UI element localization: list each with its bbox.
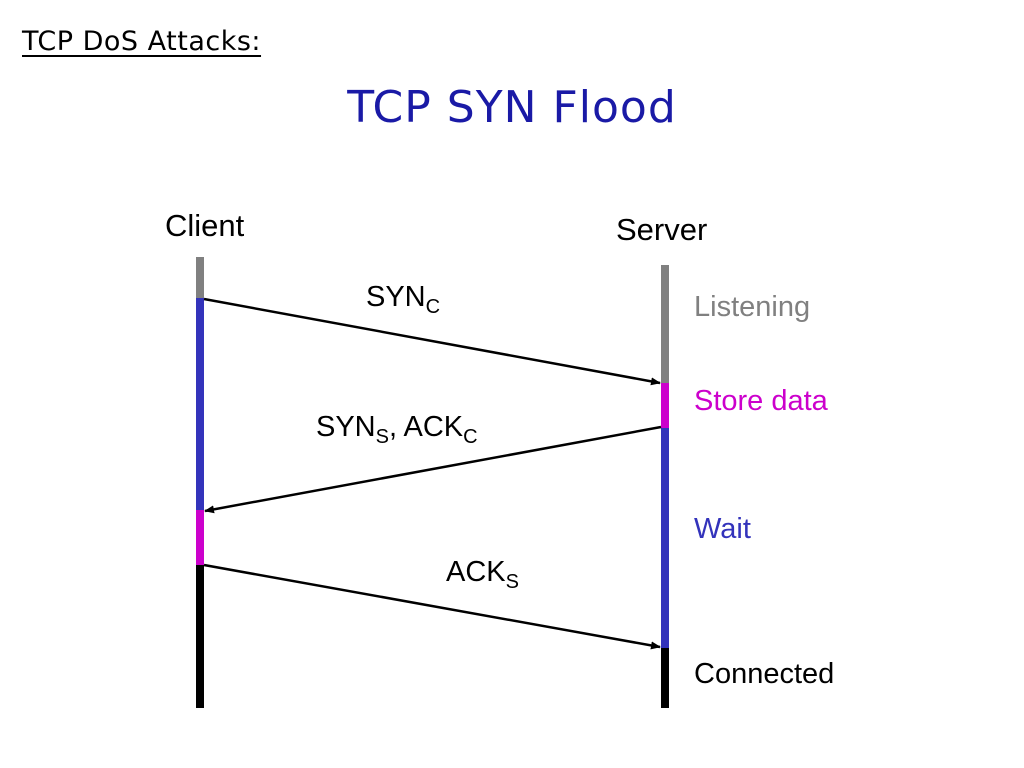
- syn-arrow: [203, 297, 661, 386]
- server-timeline-black: [661, 648, 669, 708]
- slide-title: TCP SYN Flood: [347, 82, 677, 133]
- syn-label-base: SYN: [366, 281, 426, 313]
- syn-ack-label-base1: SYN: [316, 411, 376, 443]
- syn-ack-label-sub1: S: [375, 426, 389, 448]
- client-timeline-black: [196, 565, 204, 708]
- client-timeline-magenta: [196, 510, 204, 565]
- server-timeline-magenta: [661, 383, 669, 428]
- state-connected: Connected: [694, 658, 835, 690]
- ack-label: ACKS: [446, 556, 519, 592]
- client-timeline-gray: [196, 257, 204, 298]
- syn-ack-label-sub2: C: [463, 426, 478, 448]
- syn-label-sub: C: [425, 296, 441, 318]
- ack-arrow: [203, 563, 661, 650]
- client-label: Client: [165, 208, 245, 243]
- ack-label-base: ACK: [446, 556, 506, 588]
- client-timeline: [196, 257, 204, 708]
- server-timeline-gray: [661, 265, 669, 383]
- ack-label-sub: S: [505, 571, 519, 593]
- server-timeline: [661, 265, 669, 708]
- slide-heading: TCP DoS Attacks:: [22, 26, 262, 57]
- state-wait: Wait: [694, 513, 751, 545]
- syn-label: SYNC: [366, 281, 440, 317]
- state-store-data: Store data: [694, 385, 828, 417]
- syn-ack-arrow: [204, 425, 662, 514]
- syn-ack-label: SYNS, ACKC: [316, 411, 478, 447]
- state-listening: Listening: [694, 291, 811, 323]
- server-timeline-blue: [661, 428, 669, 648]
- syn-ack-label-sep: ,: [388, 411, 404, 443]
- server-label: Server: [616, 212, 708, 247]
- client-timeline-blue: [196, 298, 204, 510]
- syn-ack-label-base2: ACK: [403, 411, 464, 443]
